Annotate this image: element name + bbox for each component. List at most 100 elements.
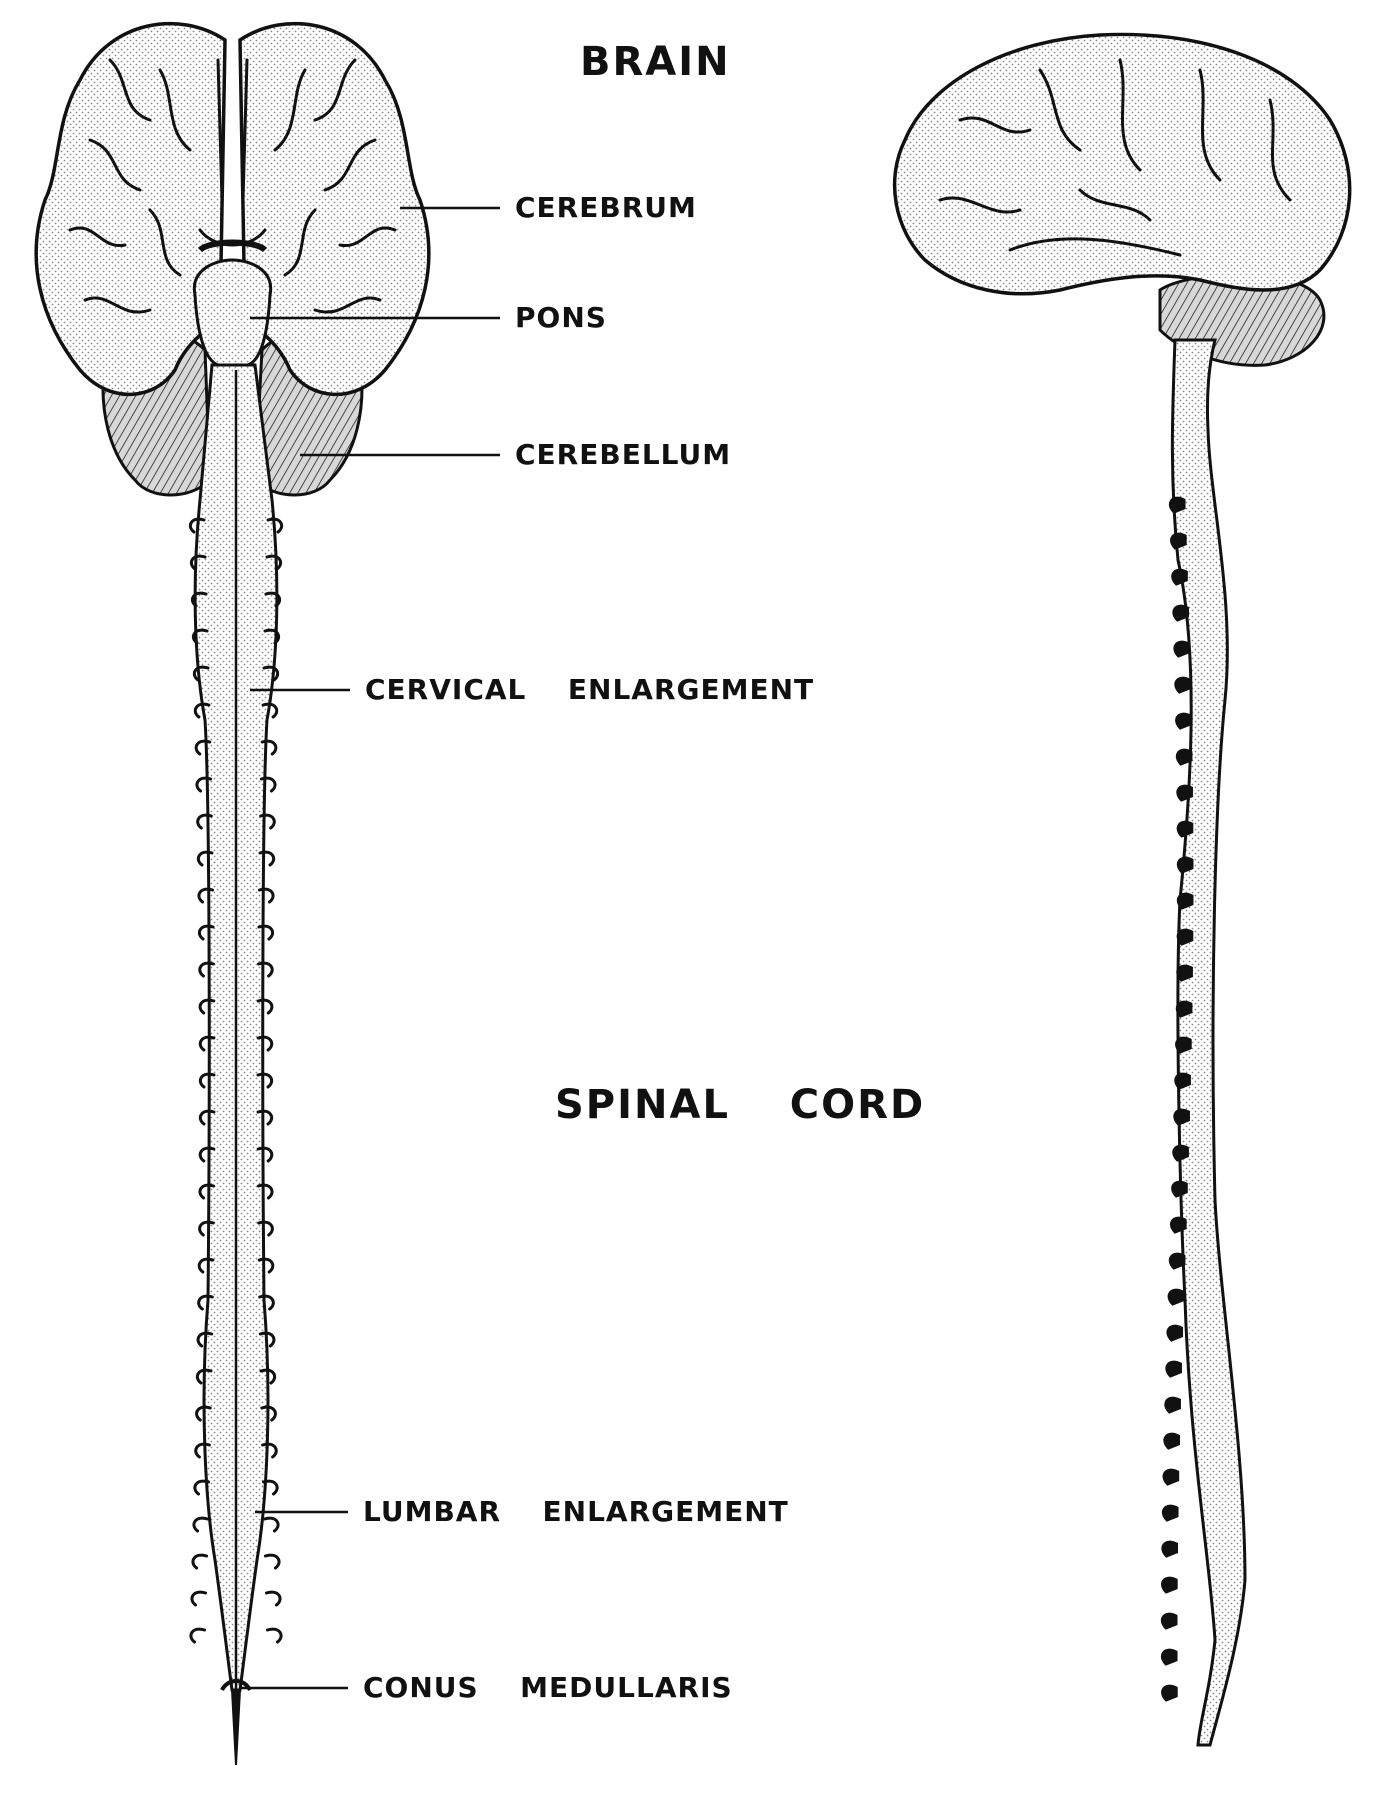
- nerve-root: [263, 628, 280, 645]
- nerve-root: [192, 1516, 210, 1533]
- nerve-root: [190, 1590, 208, 1607]
- nerve-root: [198, 1072, 216, 1089]
- nerve-root: [190, 554, 207, 571]
- ventral-brain: [34, 21, 431, 497]
- nerve-root: [197, 1294, 214, 1311]
- nerve-root: [192, 665, 210, 682]
- nerve-root: [1165, 1360, 1182, 1378]
- nerve-root: [257, 1257, 275, 1274]
- nerve-root: [1163, 1432, 1180, 1450]
- nerve-root: [257, 887, 275, 904]
- nerve-root: [1170, 1216, 1187, 1234]
- nerve-root: [261, 1442, 278, 1459]
- cervical-enlargement-label: CERVICAL ENLARGEMENT: [365, 673, 815, 706]
- leader-lines: [240, 206, 500, 1690]
- nerve-root: [1174, 1072, 1191, 1090]
- nerve-root: [263, 1553, 281, 1570]
- nerve-root: [1161, 1540, 1179, 1558]
- nerve-root: [258, 850, 276, 867]
- nerve-root: [1176, 964, 1193, 982]
- ventral-pons: [192, 258, 273, 367]
- nerve-root: [262, 665, 280, 682]
- nerve-root: [1175, 1036, 1192, 1054]
- nerve-root: [196, 850, 214, 867]
- nerve-root: [257, 924, 274, 941]
- nerve-root: [1161, 1684, 1178, 1702]
- nerve-root: [260, 1405, 277, 1422]
- lateral-cerebrum: [892, 32, 1352, 296]
- nerve-root: [265, 554, 282, 571]
- nerve-root: [1166, 1324, 1184, 1342]
- lateral-spinal-cord: [1161, 338, 1247, 1747]
- nerve-root: [256, 1183, 274, 1200]
- nerve-root: [197, 1257, 215, 1274]
- nerve-root: [1161, 1576, 1178, 1594]
- nerve-root: [264, 1590, 282, 1607]
- nerve-root: [198, 998, 216, 1015]
- nerve-root: [1171, 568, 1188, 586]
- ventral-spinal-cord: [188, 363, 284, 1766]
- nerve-root: [198, 961, 215, 978]
- nerve-root: [192, 628, 209, 645]
- nerve-root: [265, 1627, 283, 1644]
- brain-heading: BRAIN: [580, 39, 731, 85]
- pons-label: PONS: [515, 301, 607, 334]
- nerve-root: [196, 1331, 214, 1348]
- spinal-cord-heading: SPINAL CORD: [555, 1082, 926, 1128]
- nerve-root: [188, 517, 206, 534]
- nerve-root: [198, 1035, 216, 1052]
- nerve-root: [193, 702, 211, 719]
- nerve-root: [191, 591, 208, 608]
- ventral-cerebrum-left: [34, 21, 227, 397]
- nerve-root: [258, 1294, 275, 1311]
- lumbar-enlargement-label: LUMBAR ENLARGEMENT: [363, 1495, 789, 1528]
- nerve-root: [1168, 1252, 1186, 1270]
- nerve-root: [189, 1627, 207, 1644]
- nerve-root: [1172, 1144, 1189, 1162]
- nerve-root: [259, 776, 277, 793]
- nerve-root: [1173, 1108, 1190, 1126]
- nerve-root: [1176, 928, 1194, 946]
- nerve-root: [1172, 604, 1189, 622]
- nerve-root: [256, 1109, 274, 1126]
- nerve-root: [1161, 1612, 1178, 1630]
- nerve-root: [198, 1183, 216, 1200]
- nerve-root: [198, 1220, 215, 1237]
- nerve-root: [256, 1035, 274, 1052]
- nerve-root: [259, 1368, 277, 1385]
- nerve-root: [257, 961, 274, 978]
- nerve-root: [1176, 820, 1194, 838]
- nerve-root: [1162, 1504, 1179, 1522]
- nerve-root: [197, 887, 215, 904]
- nerve-root: [257, 1220, 274, 1237]
- nerve-root: [1174, 676, 1191, 694]
- nerve-root: [258, 1331, 276, 1348]
- nerve-root: [1161, 1648, 1178, 1666]
- nerve-root: [264, 591, 281, 608]
- nerve-root: [194, 739, 212, 756]
- nerve-root: [1168, 496, 1186, 514]
- nerve-root: [1176, 856, 1194, 874]
- nerve-root: [1176, 784, 1193, 802]
- nerve-root: [256, 1072, 274, 1089]
- nerve-root: [256, 1146, 274, 1163]
- nerve-root: [1175, 712, 1192, 730]
- nerve-root: [191, 1553, 209, 1570]
- nerve-root: [260, 739, 278, 756]
- nerve-root: [1173, 640, 1191, 658]
- nerve-root: [256, 998, 274, 1015]
- nerve-root: [198, 924, 215, 941]
- nerve-root: [1176, 892, 1194, 910]
- nerve-root: [194, 1442, 211, 1459]
- nerve-root: [195, 776, 213, 793]
- nerve-root: [259, 813, 276, 830]
- lateral-brain: [892, 32, 1352, 367]
- nerve-root: [261, 702, 279, 719]
- nerve-root: [1175, 1000, 1193, 1018]
- nerve-root: [198, 1109, 216, 1126]
- nerve-root: [261, 1479, 279, 1496]
- nerve-root: [195, 1368, 213, 1385]
- nerve-root: [196, 813, 213, 830]
- nerve-root: [193, 1479, 211, 1496]
